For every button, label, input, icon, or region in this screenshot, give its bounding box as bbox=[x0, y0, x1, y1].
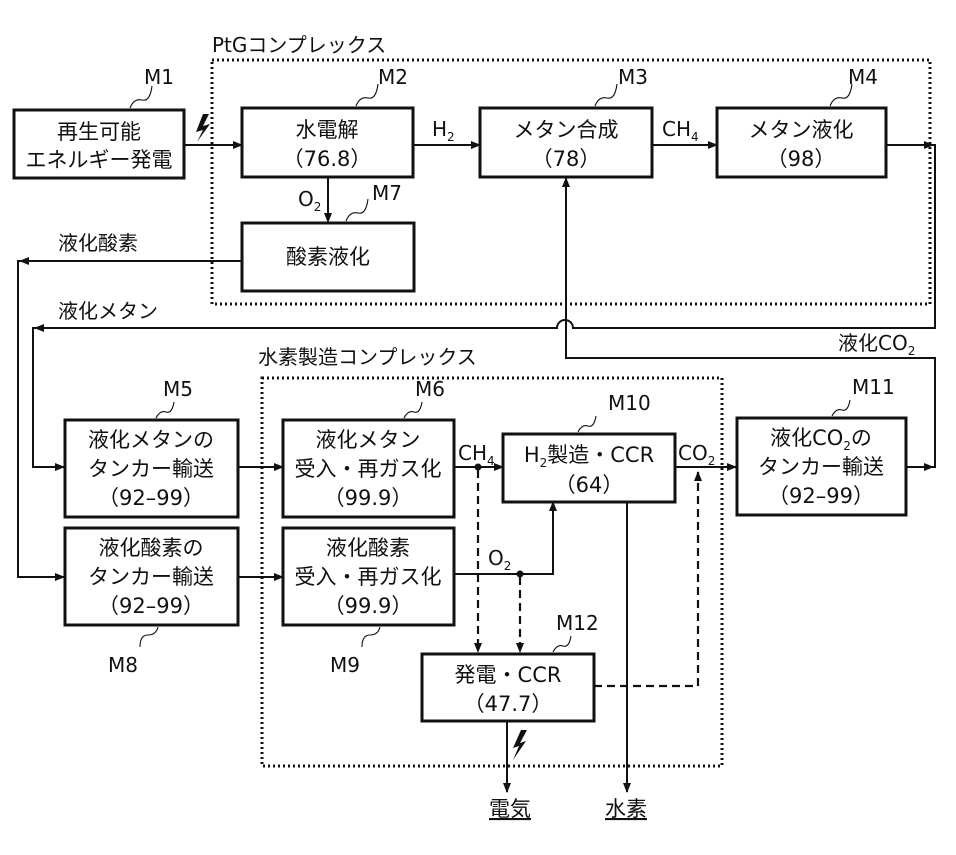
module-m11: 液化CO2の タンカー輸送 （92–99） M11 bbox=[737, 375, 906, 515]
module-m10: H2製造・CCR （64） M10 bbox=[503, 391, 675, 502]
ch4-bottom-label: CH4 bbox=[458, 441, 495, 468]
m12-ref: M12 bbox=[556, 611, 599, 635]
m8-ref: M8 bbox=[108, 653, 138, 677]
m9-efficiency: （99.9） bbox=[324, 594, 413, 618]
m1-ref: M1 bbox=[144, 65, 174, 89]
liquid-methane-label: 液化メタン bbox=[58, 299, 158, 323]
module-m12: 発電・CCR （47.7） M12 bbox=[422, 611, 599, 721]
co2-label: CO2 bbox=[678, 441, 715, 468]
o2-junction bbox=[517, 571, 524, 578]
ptg-complex-label: PtGコンプレックス bbox=[212, 33, 386, 57]
m8-title: 液化酸素の bbox=[99, 536, 204, 560]
m7-title: 酸素液化 bbox=[286, 245, 370, 269]
m11-subtitle: タンカー輸送 bbox=[758, 455, 884, 479]
module-m4: メタン液化 （98） M4 bbox=[717, 65, 886, 177]
m2-title: 水電解 bbox=[296, 118, 359, 142]
m1-subtitle: エネルギー発電 bbox=[26, 148, 173, 172]
liquid-oxygen-label: 液化酸素 bbox=[58, 231, 138, 255]
m10-efficiency: （64） bbox=[555, 473, 624, 497]
m11-ref: M11 bbox=[852, 375, 895, 399]
m3-title: メタン合成 bbox=[514, 118, 619, 142]
m6-title: 液化メタン bbox=[316, 428, 421, 452]
module-m2: 水電解 （76.8） M2 bbox=[242, 65, 413, 177]
m9-title: 液化酸素 bbox=[326, 536, 410, 560]
m2-ref: M2 bbox=[378, 65, 408, 89]
o2-top-label: O2 bbox=[298, 187, 321, 214]
hydrogen-complex-label: 水素製造コンプレックス bbox=[258, 345, 477, 369]
m3-efficiency: （78） bbox=[532, 147, 601, 171]
m1-title: 再生可能 bbox=[57, 120, 141, 144]
m8-subtitle: タンカー輸送 bbox=[88, 565, 214, 589]
flow-co2-from-m12 bbox=[594, 472, 698, 686]
module-m5: 液化メタンの タンカー輸送 （92–99） M5 bbox=[65, 377, 238, 517]
m7-ref: M7 bbox=[372, 181, 402, 205]
m6-subtitle: 受入・再ガス化 bbox=[295, 457, 442, 481]
m3-ref: M3 bbox=[618, 65, 648, 89]
lightning-bolt-icon bbox=[513, 730, 527, 760]
liquid-co2-label: 液化CO2 bbox=[838, 331, 915, 358]
lightning-bolt-icon bbox=[196, 114, 210, 142]
h2-label: H2 bbox=[432, 117, 455, 144]
module-m1: 再生可能 エネルギー発電 M1 bbox=[14, 65, 184, 178]
m4-title: メタン液化 bbox=[749, 118, 854, 142]
m6-efficiency: （99.9） bbox=[324, 486, 413, 510]
m9-subtitle: 受入・再ガス化 bbox=[295, 565, 442, 589]
ch4-top-label: CH4 bbox=[662, 117, 699, 144]
m9-ref: M9 bbox=[330, 653, 360, 677]
m10-ref: M10 bbox=[608, 391, 651, 415]
m8-efficiency: （92–99） bbox=[98, 594, 204, 618]
hydrogen-output-label: 水素 bbox=[605, 797, 647, 821]
m12-efficiency: （47.7） bbox=[464, 692, 553, 716]
m4-efficiency: （98） bbox=[767, 147, 836, 171]
m6-ref: M6 bbox=[415, 377, 445, 401]
module-m6: 液化メタン 受入・再ガス化 （99.9） M6 bbox=[283, 377, 454, 517]
m4-ref: M4 bbox=[848, 65, 878, 89]
m12-title: 発電・CCR bbox=[455, 663, 562, 687]
o2-bottom-label: O2 bbox=[488, 546, 511, 573]
m11-efficiency: （92–99） bbox=[768, 484, 874, 508]
m11-title: 液化CO2の bbox=[770, 426, 872, 453]
m2-efficiency: （76.8） bbox=[283, 147, 372, 171]
m5-subtitle: タンカー輸送 bbox=[88, 457, 214, 481]
m5-ref: M5 bbox=[163, 377, 193, 401]
m5-efficiency: （92–99） bbox=[98, 486, 204, 510]
module-m3: メタン合成 （78） M3 bbox=[480, 65, 652, 177]
electricity-output-label: 電気 bbox=[489, 797, 531, 821]
module-m8: 液化酸素の タンカー輸送 （92–99） M8 bbox=[65, 528, 238, 677]
m5-title: 液化メタンの bbox=[88, 428, 214, 452]
